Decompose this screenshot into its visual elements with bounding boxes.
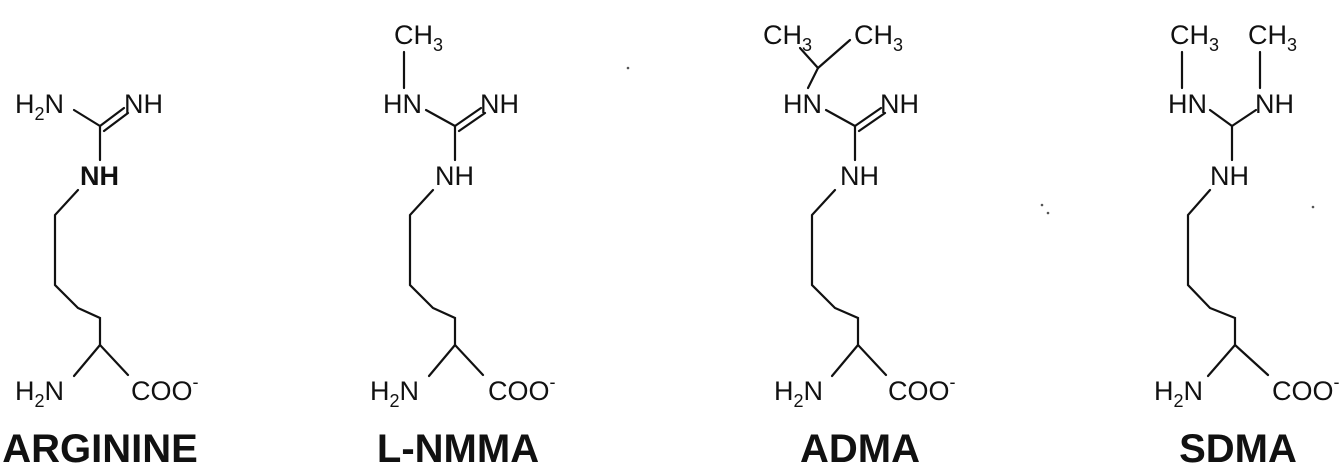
bond <box>806 66 820 90</box>
sdma-mid-amine: NH <box>1210 161 1249 191</box>
bond-chain <box>810 188 888 377</box>
arginine-name: ARGININE <box>2 427 198 470</box>
molecule-sdma: CH3 CH3 HN NH NH H2N COO- <box>1154 20 1340 411</box>
arginine-left-amine: H2N <box>15 89 64 124</box>
bond <box>830 343 860 378</box>
bond-chain <box>408 188 485 377</box>
scan-speck <box>1046 211 1050 215</box>
bond <box>457 111 487 133</box>
adma-bottom-amine: H2N <box>774 376 823 411</box>
bond <box>824 108 857 128</box>
bond <box>102 111 130 133</box>
bond-chain <box>53 188 130 377</box>
l-nmma-imine: NH <box>480 89 519 119</box>
bond <box>853 106 883 128</box>
sdma-left-amine: HN <box>1168 89 1207 119</box>
adma-imine: NH <box>880 89 919 119</box>
bond <box>798 46 820 70</box>
bond <box>857 111 887 133</box>
adma-methyl-b: CH3 <box>854 20 903 55</box>
l-nmma-name: L-NMMA <box>377 427 539 470</box>
bond <box>72 343 102 378</box>
arginine-bottom-amine: H2N <box>15 376 64 411</box>
l-nmma-left-amine: HN <box>383 89 422 119</box>
l-nmma-mid-amine: NH <box>435 161 474 191</box>
adma-mid-amine: NH <box>840 161 879 191</box>
adma-name: ADMA <box>800 427 920 470</box>
l-nmma-methyl: CH3 <box>394 20 443 55</box>
molecule-l-nmma: CH3 HN NH NH H2N COO- <box>370 20 556 411</box>
sdma-carboxyl: COO- <box>1272 372 1340 406</box>
sdma-name: SDMA <box>1179 427 1297 470</box>
bond <box>427 343 457 378</box>
bond <box>816 38 852 70</box>
bond <box>453 106 483 128</box>
scan-speck <box>1040 203 1044 207</box>
adma-left-amine: HN <box>783 89 822 119</box>
bond <box>1230 108 1258 128</box>
sdma-methyl-b: CH3 <box>1248 20 1297 55</box>
l-nmma-bottom-amine: H2N <box>370 376 419 411</box>
bond <box>98 106 126 128</box>
arginine-carboxyl: COO- <box>131 372 199 406</box>
molecule-arginine: H2N NH NH H2N COO- <box>15 89 199 411</box>
l-nmma-carboxyl: COO- <box>488 372 556 406</box>
sdma-methyl-a: CH3 <box>1170 20 1219 55</box>
bond-chain <box>1186 188 1270 377</box>
scan-speck <box>1311 205 1315 209</box>
bond <box>1208 108 1234 128</box>
sdma-right-amine: NH <box>1255 89 1294 119</box>
scan-speck <box>626 66 630 70</box>
arginine-imine: NH <box>124 89 163 119</box>
bond <box>1206 343 1237 378</box>
sdma-bottom-amine: H2N <box>1154 376 1203 411</box>
adma-carboxyl: COO- <box>888 372 956 406</box>
bond <box>424 108 457 128</box>
molecule-adma: CH3 CH3 HN NH NH H2N COO- <box>763 20 956 411</box>
arginine-mid-amine: NH <box>80 161 119 191</box>
adma-methyl-a: CH3 <box>763 20 812 55</box>
bond <box>72 108 102 128</box>
